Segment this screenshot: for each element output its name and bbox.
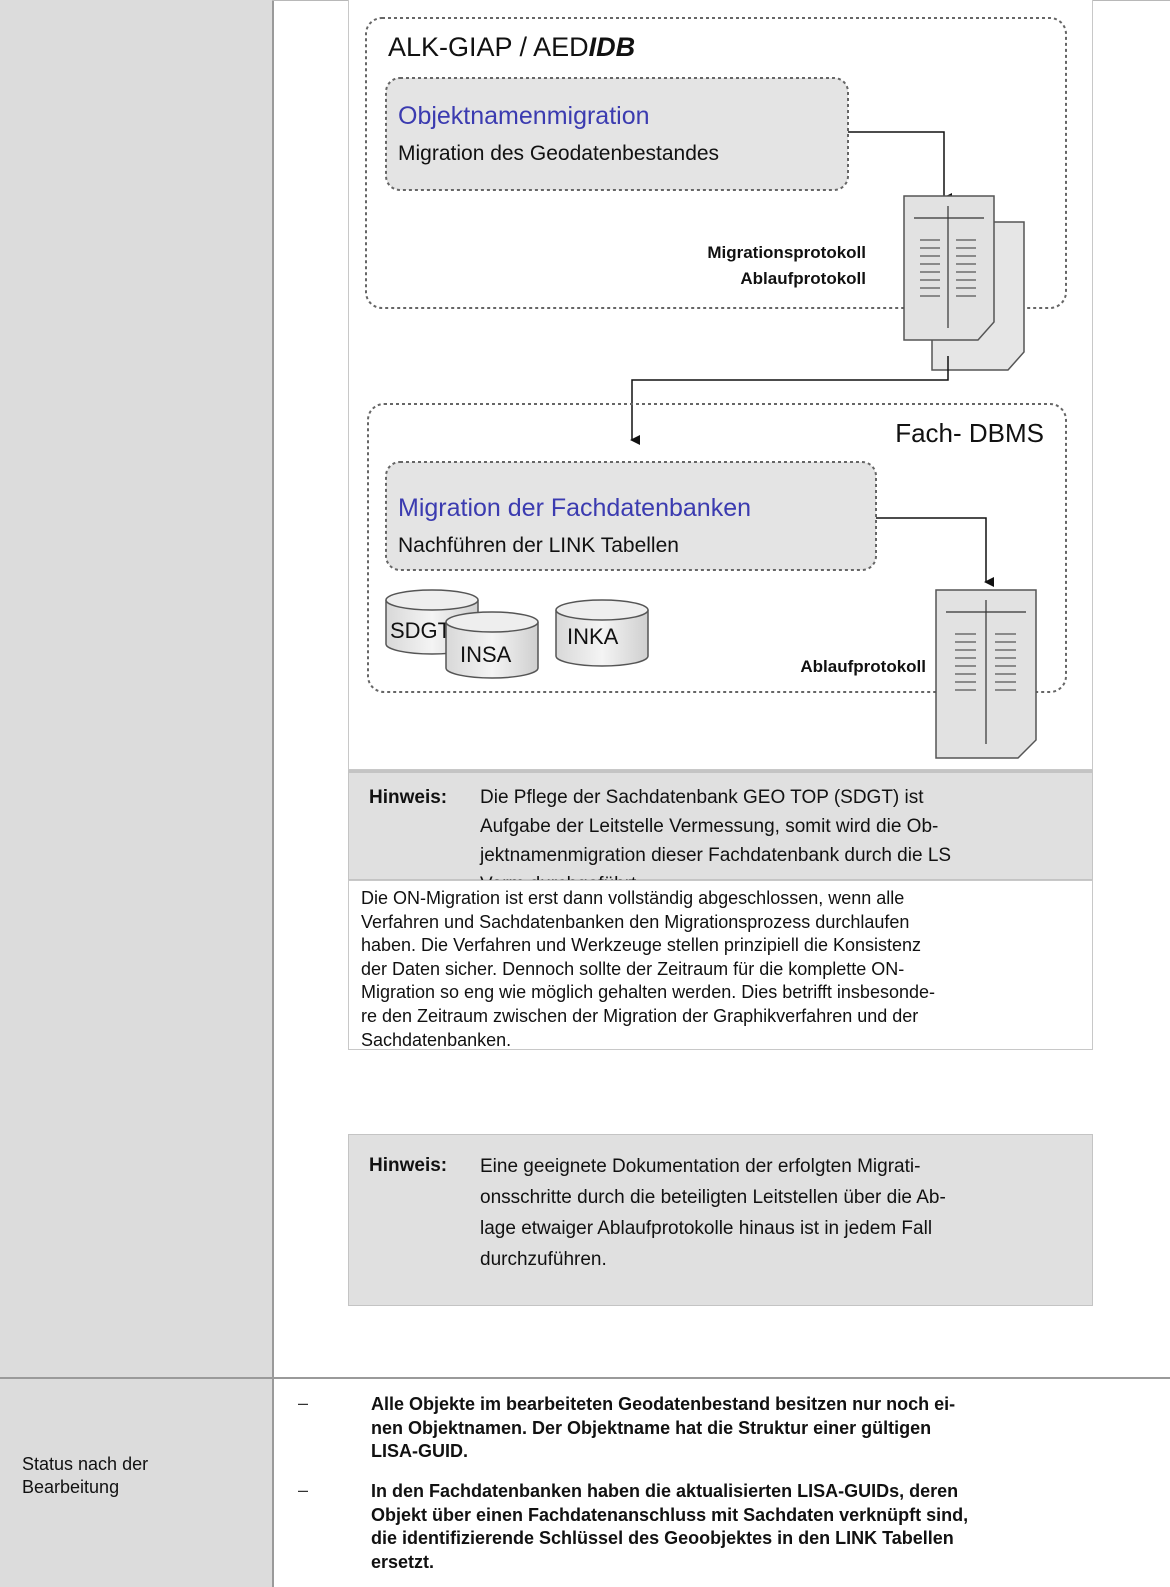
bullet-dash: – (298, 1480, 309, 1500)
alk-group-box (365, 17, 1067, 309)
bullet-line: Alle Objekte im bearbeiteten Geodatenbes… (371, 1394, 956, 1414)
protocol1-label-2: Ablaufprotokoll (740, 269, 866, 288)
hinweis-line: onsschritte durch die beteiligten Leitst… (480, 1187, 946, 1208)
bullet-line: nen Objektnamen. Der Objektname hat die … (371, 1417, 932, 1438)
paragraph-line: Sachdatenbanken. (361, 1029, 512, 1050)
hinweis-line: Die Pflege der Sachdatenbank GEO TOP (SD… (480, 787, 924, 808)
protocol2-label: Ablaufprotokoll (800, 657, 926, 676)
fachdaten-box (385, 461, 877, 571)
arrow-to-protocol2 (876, 517, 994, 587)
fachdaten-title: Migration der Fachdatenbanken (398, 494, 751, 522)
hinweis-line: Aufgabe der Leitstelle Vermessung, somit… (480, 816, 939, 837)
paragraph-line: re den Zeitraum zwischen der Migration d… (361, 1005, 919, 1026)
hinweis-label: Hinweis: (369, 1155, 448, 1176)
bullet-line: ersetzt. (371, 1551, 435, 1572)
fach-group-title: Fach- DBMS (895, 418, 1044, 448)
bullet-line: die identifizierende Schlüssel des Geoob… (371, 1528, 954, 1548)
paragraph-line: Migration so eng wie möglich gehalten we… (361, 982, 935, 1003)
hinweis-box-2: Hinweis: Eine geeignete Dokumentation de… (348, 1134, 1093, 1306)
hinweis-line: lage etwaiger Ablaufprotokolle hinaus is… (480, 1218, 933, 1239)
hinweis-line: Eine geeignete Dokumentation der erfolgt… (480, 1156, 921, 1177)
row-divider (0, 1377, 1170, 1379)
paragraph-line: Verfahren und Sachdatenbanken den Migrat… (361, 911, 910, 932)
objektnamen-title: Objektnamenmigration (398, 102, 650, 130)
status-label: Status nach der Bearbeitung (22, 1453, 252, 1499)
db-inka-icon (555, 599, 649, 667)
status-label-line: Bearbeitung (22, 1477, 120, 1497)
paragraph-line: der Daten sicher. Dennoch sollte der Zei… (361, 958, 905, 979)
hinweis-line: jektnamenmigration dieser Fachdatenbank … (480, 845, 952, 866)
label-column (0, 0, 272, 1587)
db-insa-icon (445, 611, 539, 679)
fachdaten-subtitle: Nachführen der LINK Tabellen (398, 534, 679, 557)
bullet-line: Objekt über einen Fachdatenanschluss mit… (371, 1504, 969, 1525)
objektnamen-subtitle: Migration des Geodatenbestandes (398, 142, 719, 165)
bullet-line: In den Fachdatenbanken haben die aktuali… (371, 1481, 959, 1501)
hinweis-label: Hinweis: (369, 787, 448, 808)
protocol1-label-1: Migrationsprotokoll (707, 243, 866, 262)
status-label-line: Status nach der (22, 1454, 149, 1474)
protocol2-document-icon (935, 589, 1037, 759)
bullet-line: LISA-GUID. (371, 1441, 468, 1461)
hinweis-line: durchzuführen. (480, 1249, 607, 1270)
protocol1-document-icon (903, 195, 1025, 371)
arrow-to-fach (630, 356, 949, 445)
paragraph-line: Die ON-Migration ist erst dann vollständ… (361, 888, 905, 908)
db-sdgt-label: SDGT (390, 618, 451, 643)
hinweis-box-main: Hinweis: Die Pflege der Sachdatenbank GE… (348, 772, 1093, 895)
migration-diagram: ALK-GIAP / AEDIDB Objektnamenmigration M… (365, 17, 1067, 759)
status-bullet-1: Alle Objekte im bearbeiteten Geodatenbes… (371, 1393, 1151, 1464)
info-paragraph: Die ON-Migration ist erst dann vollständ… (348, 880, 1093, 1050)
objektnamen-box (385, 77, 849, 191)
status-bullet-2: In den Fachdatenbanken haben die aktuali… (371, 1480, 1151, 1574)
hinweis-text: Eine geeignete Dokumentation der erfolgt… (480, 1151, 1074, 1275)
db-insa-label: INSA (460, 642, 512, 667)
column-divider (272, 0, 274, 1587)
paragraph-line: haben. Die Verfahren und Werkzeuge stell… (361, 935, 922, 956)
alk-group-title: ALK-GIAP / AEDIDB (388, 32, 635, 62)
fach-group-box (367, 403, 1067, 693)
db-inka-label: INKA (567, 624, 619, 649)
bullet-dash: – (298, 1393, 309, 1413)
arrow-to-protocol1 (848, 131, 952, 203)
note-box-1 (348, 770, 1093, 772)
